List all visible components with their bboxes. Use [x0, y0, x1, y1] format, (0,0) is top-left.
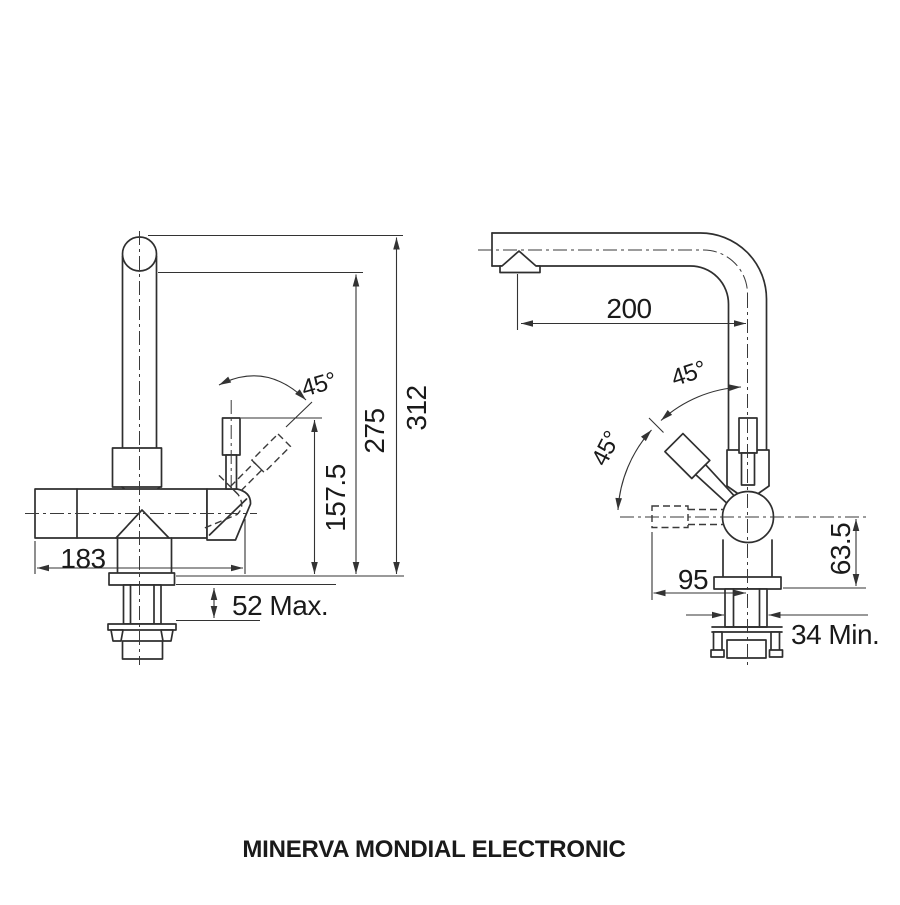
spout-collar [111, 447, 163, 488]
front-view: 183 157.5 275 312 52 Max. 45° [25, 231, 432, 665]
dim-overall-height: 312 [401, 385, 432, 430]
spout-outer-edge [491, 232, 768, 451]
body-cone [115, 509, 170, 539]
bracket-leg-left [712, 631, 723, 652]
side-threaded-shank [724, 588, 768, 628]
handle-joint [206, 488, 252, 541]
side-mounting-nut [726, 639, 767, 659]
washer-clip-left [110, 629, 124, 642]
washer-clip-right [160, 629, 174, 642]
dim-swivel-angle-upper: 45° [668, 356, 709, 392]
joint-dashed [201, 474, 243, 530]
threaded-shank [122, 584, 162, 625]
bracket-foot-left [710, 649, 725, 658]
product-title: MINERVA MONDIAL ELECTRONIC [242, 836, 625, 863]
side-outlet-neck-hidden [688, 508, 723, 526]
angle-arc [218, 375, 307, 401]
base-flange [108, 572, 176, 586]
shank-threads [129, 584, 155, 625]
dim-handle-swing-angle: 45° [298, 367, 339, 403]
side-view: 200 45° 45° 95 63.5 34 Min. [478, 232, 880, 668]
mounting-nut [121, 640, 164, 660]
lever-alt-position [201, 432, 292, 530]
swivel-arc-upper [660, 384, 742, 421]
swivel-arc-lower [615, 429, 652, 511]
dim-handle-top-height: 157.5 [320, 464, 351, 532]
dim-side-outlet-reach: 95 [678, 564, 708, 595]
handle-joint-face [208, 498, 248, 536]
bracket-foot-right [768, 649, 784, 658]
aerator-outlet [499, 250, 541, 274]
dim-overall-depth: 183 [60, 543, 105, 574]
mounting-washer [107, 623, 177, 631]
lever-grip-dashed [250, 432, 292, 474]
spout-inner-edge [491, 265, 730, 451]
dim-swivel-angle-lower: 45° [586, 427, 626, 470]
spout-column [121, 255, 158, 449]
lever-stem-dashed [229, 461, 263, 496]
dim-outlet-axis-height: 63.5 [825, 523, 856, 576]
swivel-arc-tick [648, 417, 664, 433]
dim-max-deck-thickness: 52 Max. [232, 590, 328, 621]
lower-body [722, 539, 773, 578]
dim-spout-reach: 200 [606, 293, 651, 324]
dim-min-hole: 34 Min. [791, 619, 879, 650]
spout-axis-centerline [478, 249, 748, 295]
bracket-leg-right [770, 631, 781, 652]
ext-depth [34, 519, 246, 574]
angle-leg-45 [285, 401, 313, 428]
dim-spout-underside-height: 275 [359, 408, 390, 453]
collar-shoulders [726, 485, 770, 494]
side-outlet-hidden [651, 505, 689, 529]
